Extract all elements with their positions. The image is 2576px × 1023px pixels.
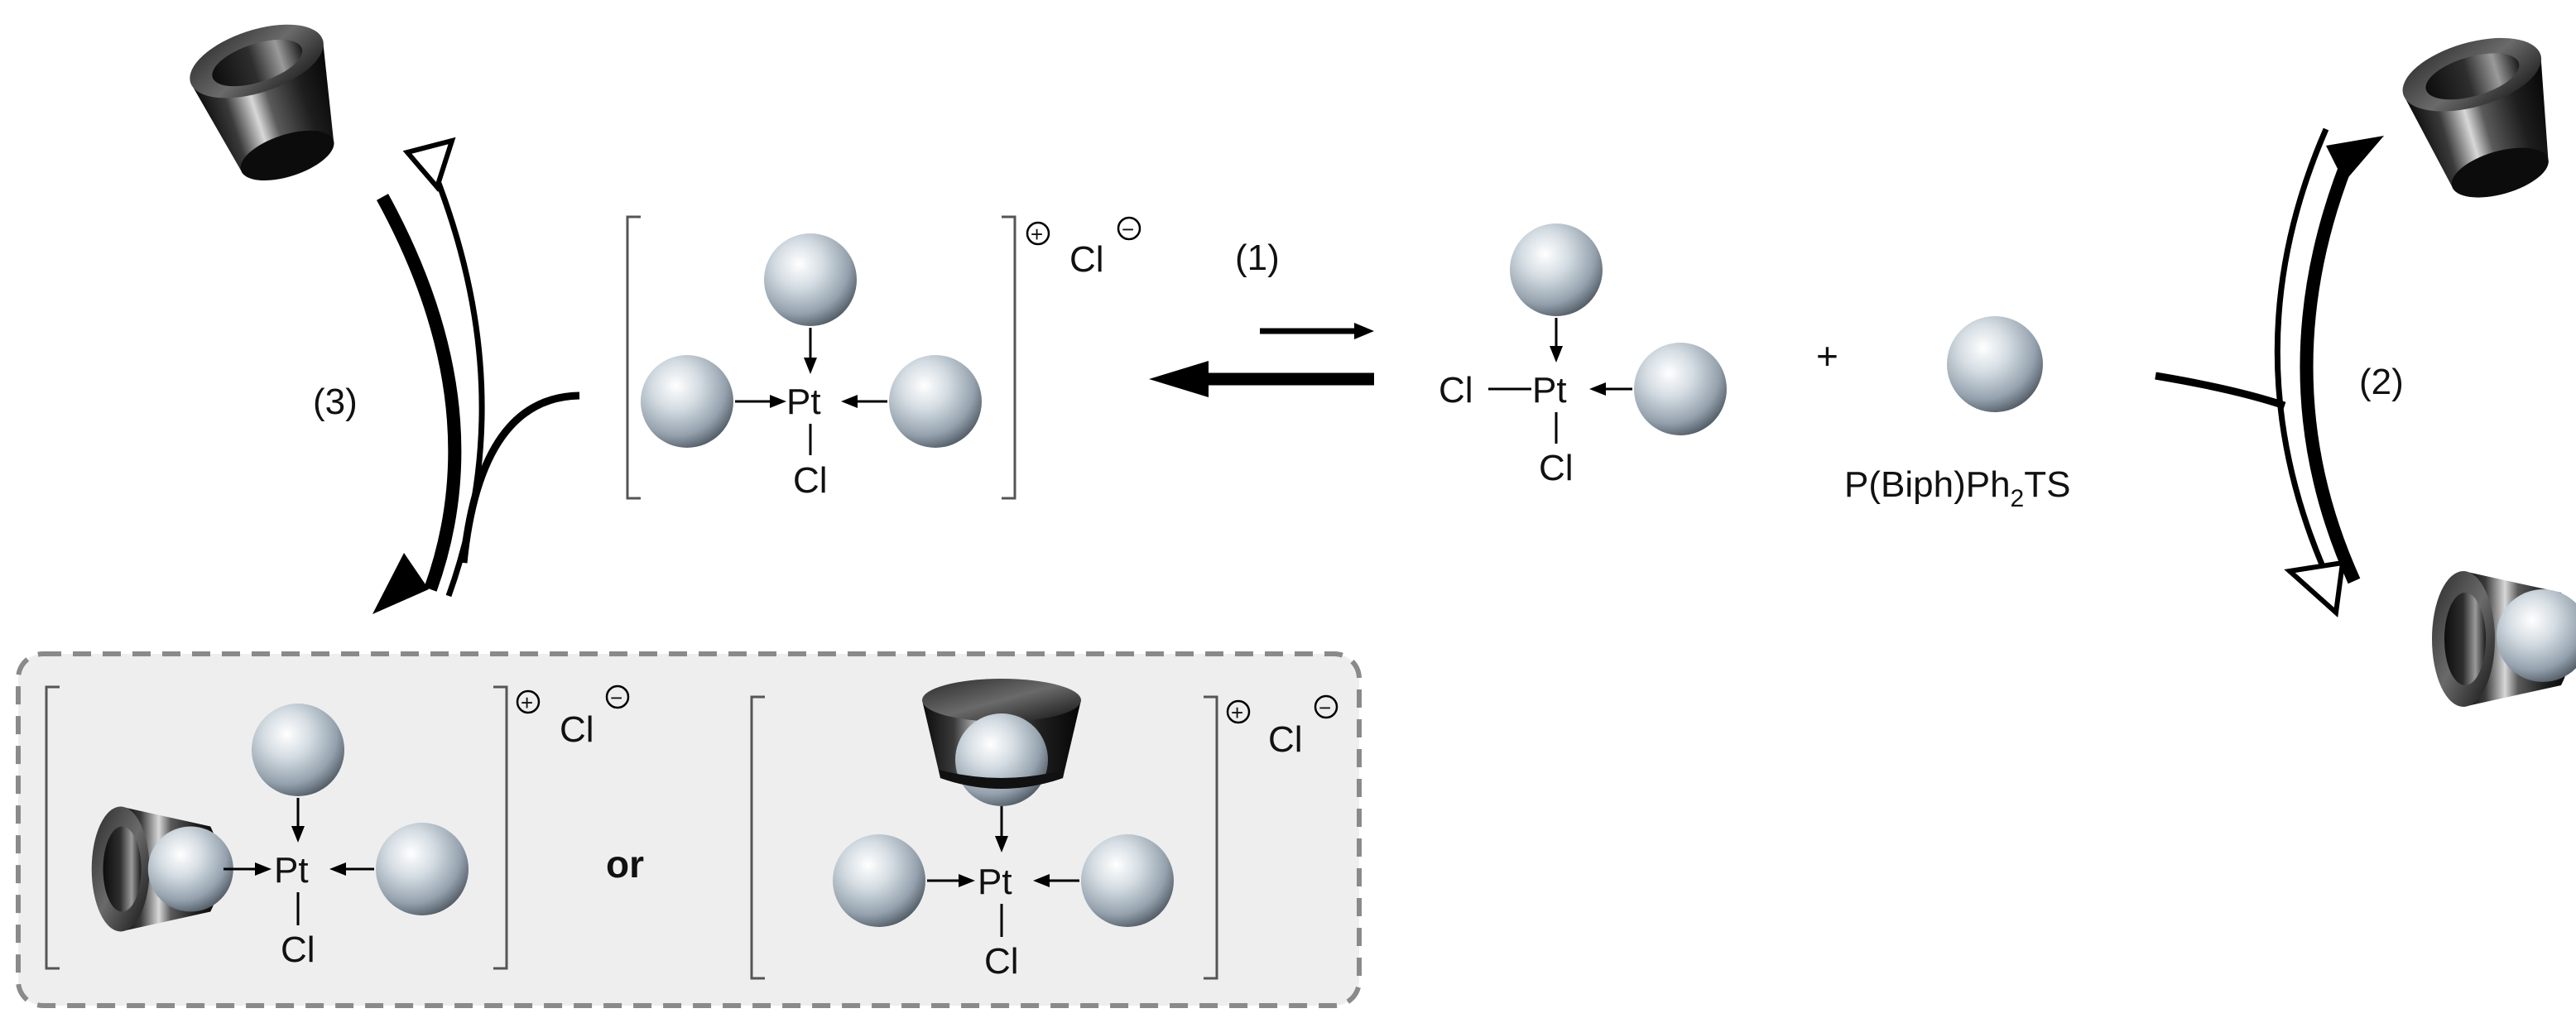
atom-cl: Cl	[984, 941, 1019, 982]
host-cavitand-free-left	[180, 10, 360, 197]
equilibrium-arrow-3	[376, 161, 580, 598]
phosphine-name: P(Biph)Ph2TS	[1844, 464, 2070, 512]
equilibrium-arrow-2	[2155, 127, 2361, 601]
encapsulated-phosphine-sphere	[2497, 589, 2576, 682]
step-label-3: (3)	[313, 382, 358, 422]
plus-charge-circle	[1226, 699, 1251, 724]
phosphine-sphere	[1510, 223, 1603, 316]
phosphine-sphere	[376, 823, 469, 915]
bracket-right	[493, 685, 508, 970]
atom-cl: Cl	[1439, 370, 1473, 411]
phosphine-sphere	[1634, 343, 1727, 435]
phosphine-name-prefix: P(Biph)Ph	[1844, 464, 2011, 505]
or-connector: or	[606, 843, 644, 886]
product-apical-encapsulated: Pt Cl + Cl −	[750, 679, 1338, 982]
neutral-complex: Pt Cl Cl	[1439, 223, 1727, 488]
phosphine-sphere	[889, 355, 982, 448]
counterion-cl: Cl	[560, 709, 594, 750]
charge-plus: +	[1031, 222, 1043, 247]
bracket-right	[1204, 695, 1218, 980]
product-side-encapsulated: Pt Cl + Cl −	[45, 684, 630, 970]
host-guest-complex-right	[2432, 571, 2576, 707]
free-phosphine-sphere	[1947, 316, 2043, 412]
arrowhead-2a	[2326, 136, 2384, 182]
atom-cl: Cl	[793, 460, 828, 501]
product-panel	[16, 651, 1362, 1008]
host-guest-ligand	[91, 806, 233, 932]
host-guest-ligand	[922, 679, 1081, 806]
bracket-left	[750, 695, 765, 980]
atom-pt: Pt	[978, 862, 1012, 902]
atom-cl: Cl	[281, 929, 315, 970]
host-cavitand-free-right	[2394, 24, 2575, 214]
atom-pt: Pt	[274, 850, 309, 891]
cationic-complex: Pt Cl + Cl −	[626, 215, 1141, 501]
minus-charge-circle	[1314, 694, 1338, 719]
phosphine-sphere	[833, 834, 925, 927]
phosphine-sphere	[252, 704, 344, 796]
step-label-2: (2)	[2359, 362, 2404, 402]
charge-minus: −	[610, 685, 622, 710]
minus-charge-circle	[1117, 216, 1141, 241]
bracket-right	[1002, 215, 1016, 500]
plus-sign: +	[1816, 334, 1838, 377]
equilibrium-arrow-1	[1149, 323, 1374, 397]
bracket-left	[45, 685, 60, 970]
step-label-1: (1)	[1235, 238, 1280, 278]
plus-charge-circle	[516, 689, 541, 714]
plus-charge-circle	[1026, 221, 1050, 246]
phosphine-sphere	[1081, 834, 1174, 927]
encapsulated-phosphine-sphere	[955, 713, 1048, 806]
charge-plus: +	[521, 690, 533, 715]
counterion-cl: Cl	[1268, 719, 1303, 760]
phosphine-name-subscript: 2	[2011, 485, 2025, 512]
atom-pt: Pt	[786, 382, 821, 422]
charge-minus: −	[1122, 217, 1134, 242]
arrowhead-3b	[402, 137, 456, 193]
atom-pt: Pt	[1532, 370, 1567, 411]
phosphine-sphere	[641, 355, 733, 448]
charge-plus: +	[1231, 700, 1243, 725]
phosphine-name-suffix: TS	[2024, 464, 2070, 505]
bracket-left	[626, 215, 641, 500]
encapsulated-phosphine-sphere	[147, 826, 233, 912]
arrowhead-3a	[372, 553, 429, 614]
charge-minus: −	[1319, 695, 1331, 720]
phosphine-sphere	[764, 233, 857, 326]
arrowhead-2b	[2284, 560, 2346, 618]
atom-cl: Cl	[1539, 448, 1574, 488]
minus-charge-circle	[605, 684, 630, 709]
counterion-cl: Cl	[1069, 239, 1104, 280]
